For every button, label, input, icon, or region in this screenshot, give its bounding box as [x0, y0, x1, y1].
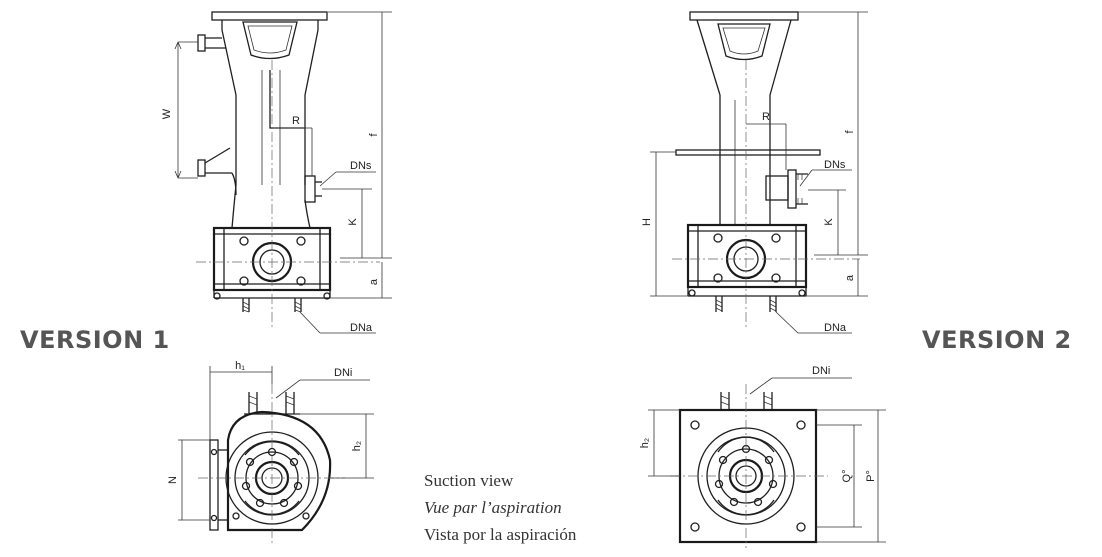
version-1-title: VERSION 1: [20, 326, 170, 354]
v2-label-k: K: [823, 218, 835, 226]
v1-label-dni: DNi: [334, 367, 352, 379]
v1-dns-connection: [304, 175, 316, 203]
v1-side-flange: [209, 439, 219, 531]
v2-top-flange: [689, 11, 799, 21]
v1-label-dna: DNa: [350, 322, 373, 334]
v1-upper-nozzle: [197, 34, 206, 52]
v2-label-p: P°: [865, 470, 877, 482]
v1-head-window: [242, 21, 298, 60]
version1-front-view: [174, 11, 392, 334]
v2-head-window: [717, 23, 771, 61]
caption-french: Vue par l’aspiration: [424, 498, 562, 517]
v2-label-dni: DNi: [812, 365, 830, 377]
v1-top-flange: [211, 11, 328, 21]
version1-suction-view: [178, 366, 374, 545]
v2-dns-connection: [765, 175, 789, 201]
v2-label-f: f: [844, 130, 856, 134]
version-2-title: VERSION 2: [922, 326, 1072, 354]
caption-english: Suction view: [424, 471, 514, 490]
v2-mounting-plate: [675, 149, 821, 156]
v1-label-a: a: [368, 278, 380, 285]
v1-volute-outline: [226, 410, 332, 532]
v2-label-h: H: [641, 218, 653, 226]
v2-label-q: Q°: [841, 470, 853, 483]
version2-front-view: [650, 11, 868, 334]
v1-label-k: K: [347, 218, 359, 226]
v1-label-h1: h₁: [235, 360, 245, 372]
v2-label-dns: DNs: [824, 159, 846, 171]
v2-label-a: a: [844, 274, 856, 281]
v1-label-dns: DNs: [350, 160, 372, 172]
v2-label-h2: h₂: [639, 438, 651, 448]
v1-label-w: W: [161, 108, 173, 119]
caption-spanish: Vista por la aspiración: [424, 525, 577, 544]
v2-label-dna: DNa: [824, 322, 847, 334]
v1-label-f: f: [368, 133, 380, 137]
v2-pump-casing: [686, 223, 808, 289]
v1-label-r: R: [292, 115, 300, 127]
v2-label-r: R: [762, 111, 770, 123]
version2-suction-view: [648, 377, 886, 548]
v1-label-n: N: [167, 476, 179, 484]
v1-label-h2: h₂: [351, 441, 363, 451]
v1-lower-nozzle: [197, 159, 206, 177]
